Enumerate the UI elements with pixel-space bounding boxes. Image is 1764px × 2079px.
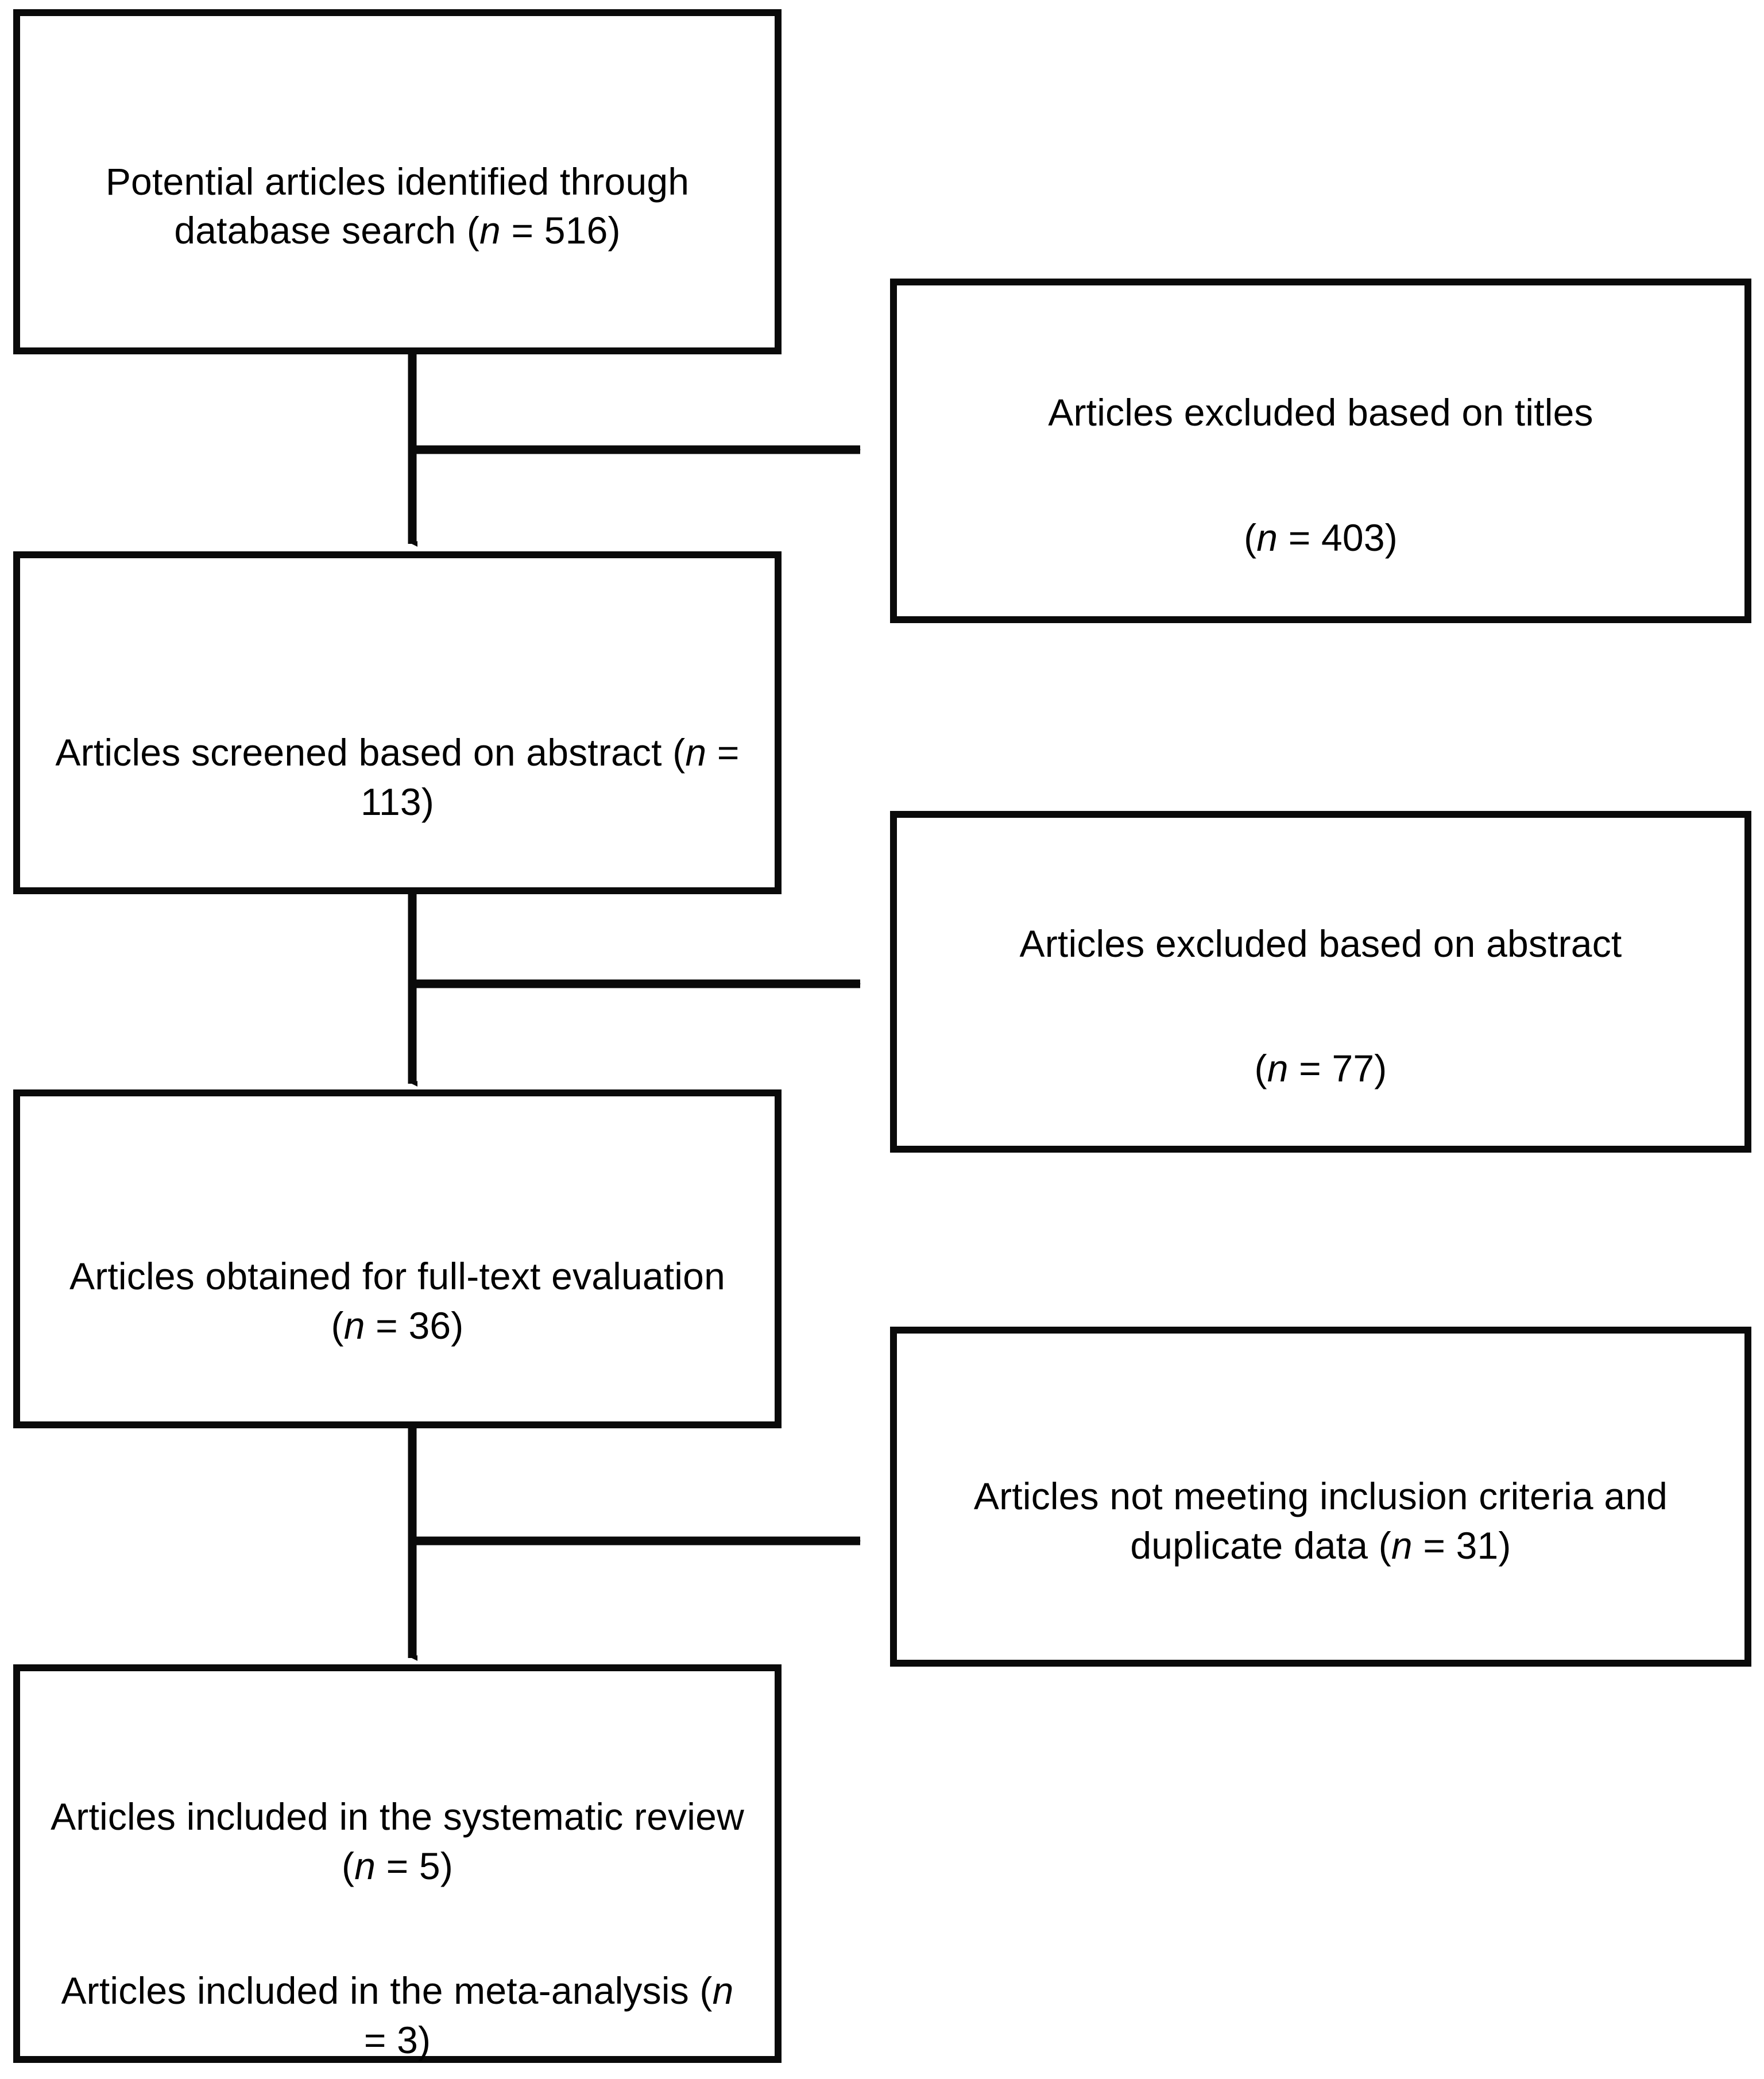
text-pre: Articles obtained for full-text evaluati… — [69, 1254, 725, 1347]
n-symbol: n — [1267, 1047, 1289, 1090]
node-included-line-2: Articles included in the meta-analysis (… — [20, 1917, 775, 2065]
text-pre: Articles excluded based on titles — [1048, 391, 1593, 434]
text-post: = 5) — [376, 1844, 453, 1887]
text-pre: Articles included in the meta-analysis ( — [61, 1969, 713, 2012]
node-excluded-criteria-line-1: Articles not meeting inclusion criteria … — [897, 1423, 1744, 1570]
node-excluded-abstract-line-1: Articles excluded based on abstract — [990, 870, 1652, 969]
node-excluded-abstract: Articles excluded based on abstract (n =… — [890, 811, 1751, 1153]
node-included-line-1: Articles included in the systematic revi… — [20, 1743, 775, 1891]
node-excluded-titles-line-1: Articles excluded based on titles — [1018, 339, 1623, 438]
text-post: = 31) — [1412, 1524, 1511, 1567]
text-pre: ( — [1254, 1047, 1267, 1090]
node-identified: Potential articles identified through da… — [13, 9, 782, 354]
n-symbol: n — [354, 1844, 376, 1887]
node-excluded-abstract-line-2: (n = 77) — [1225, 995, 1417, 1094]
text-post: = 403) — [1278, 516, 1398, 559]
node-excluded-titles: Articles excluded based on titles (n = 4… — [890, 279, 1751, 623]
n-symbol: n — [712, 1969, 734, 2012]
n-symbol: n — [1256, 516, 1278, 559]
text-post: = 36) — [365, 1304, 464, 1347]
text-pre: Articles included in the systematic revi… — [51, 1795, 744, 1887]
text-post: = 77) — [1288, 1047, 1387, 1090]
n-symbol: n — [343, 1304, 365, 1347]
text-pre: Articles not meeting inclusion criteria … — [973, 1475, 1668, 1567]
text-post: = 516) — [500, 209, 621, 252]
node-included: Articles included in the systematic revi… — [13, 1664, 782, 2063]
text-post: = 3) — [363, 2018, 431, 2061]
node-fulltext: Articles obtained for full-text evaluati… — [13, 1089, 782, 1428]
node-excluded-criteria: Articles not meeting inclusion criteria … — [890, 1327, 1751, 1667]
text-pre: Articles excluded based on abstract — [1019, 922, 1622, 965]
node-fulltext-line-1: Articles obtained for full-text evaluati… — [20, 1203, 775, 1350]
text-pre: Articles screened based on abstract ( — [55, 731, 686, 774]
node-screened-abstract-line-1: Articles screened based on abstract (n =… — [20, 679, 775, 826]
text-pre: ( — [1244, 516, 1257, 559]
text-pre: Potential articles identified through da… — [105, 160, 690, 252]
node-identified-line-1: Potential articles identified through da… — [20, 108, 775, 256]
n-symbol: n — [1391, 1524, 1413, 1567]
n-symbol: n — [685, 731, 707, 774]
node-screened-abstract: Articles screened based on abstract (n =… — [13, 551, 782, 894]
n-symbol: n — [479, 209, 501, 252]
node-excluded-titles-line-2: (n = 403) — [1214, 464, 1428, 563]
text-post: = 113) — [361, 731, 740, 823]
